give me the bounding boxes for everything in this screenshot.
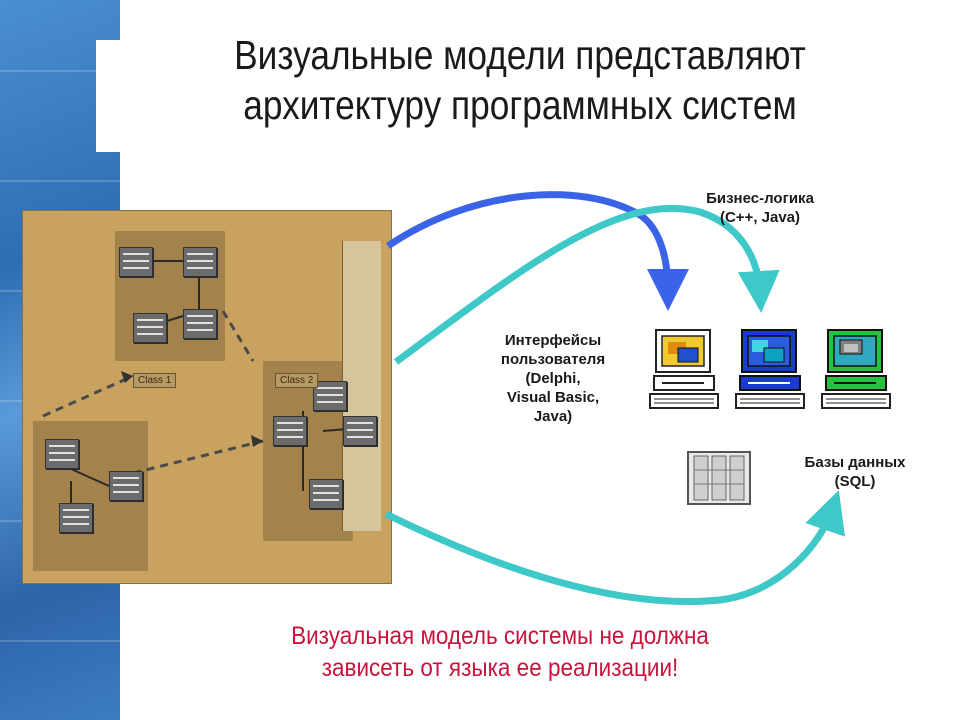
conclusion-line-2: зависеть от языка ее реализации! [321,654,679,682]
ui-label-line: Интерфейсы [504,332,602,349]
diagram-class-box [59,503,93,533]
computer-icon [649,329,719,409]
diagram-class-box [183,309,217,339]
arrow-to-database [384,490,846,606]
business-logic-languages: (C++, Java) [719,209,801,226]
ui-label-line: Visual Basic, [506,389,600,406]
ui-label-line: (Delphi, [525,370,581,387]
diagram-class-tag: Class 2 [275,373,319,388]
side-bar-notch [96,40,122,152]
computer-icon [735,329,805,409]
diagram-class-box [273,416,307,446]
conclusion-text: Визуальная модель системы не должна зави… [221,620,779,684]
ui-label: Интерфейсы пользователя (Delphi, Visual … [478,331,628,426]
diagram-class-box [183,247,217,277]
diagram-class-box [309,479,343,509]
ui-label-line: Java) [533,408,573,425]
diagram-class-box [313,381,347,411]
diagram-class-box [119,247,153,277]
arrow-to-ui [393,204,780,365]
diagram-class-tag: Class 1 [133,373,177,388]
diagram-class-box [45,439,79,469]
business-logic-label: Бизнес-логика (C++, Java) [670,189,850,227]
database-server-icon [687,451,751,505]
diagram-class-box [133,313,167,343]
arrow-to-business-logic [386,191,689,311]
database-title: Базы данных [804,454,906,471]
title-line-2: архитектуру программных систем [243,82,797,128]
business-logic-title: Бизнес-логика [706,190,814,207]
slide-title: Визуальные модели представляют архитекту… [210,30,829,130]
diagram-class-box [343,416,377,446]
database-label: Базы данных (SQL) [770,453,940,491]
computer-icon [821,329,891,409]
title-line-1: Визуальные модели представляют [234,32,806,78]
conclusion-line-1: Визуальная модель системы не должна [291,622,709,650]
diagram-class-box [109,471,143,501]
ui-label-line: пользователя [500,351,606,368]
database-languages: (SQL) [834,473,876,490]
model-diagram-screenshot: Class 1 Class 2 [22,210,392,584]
